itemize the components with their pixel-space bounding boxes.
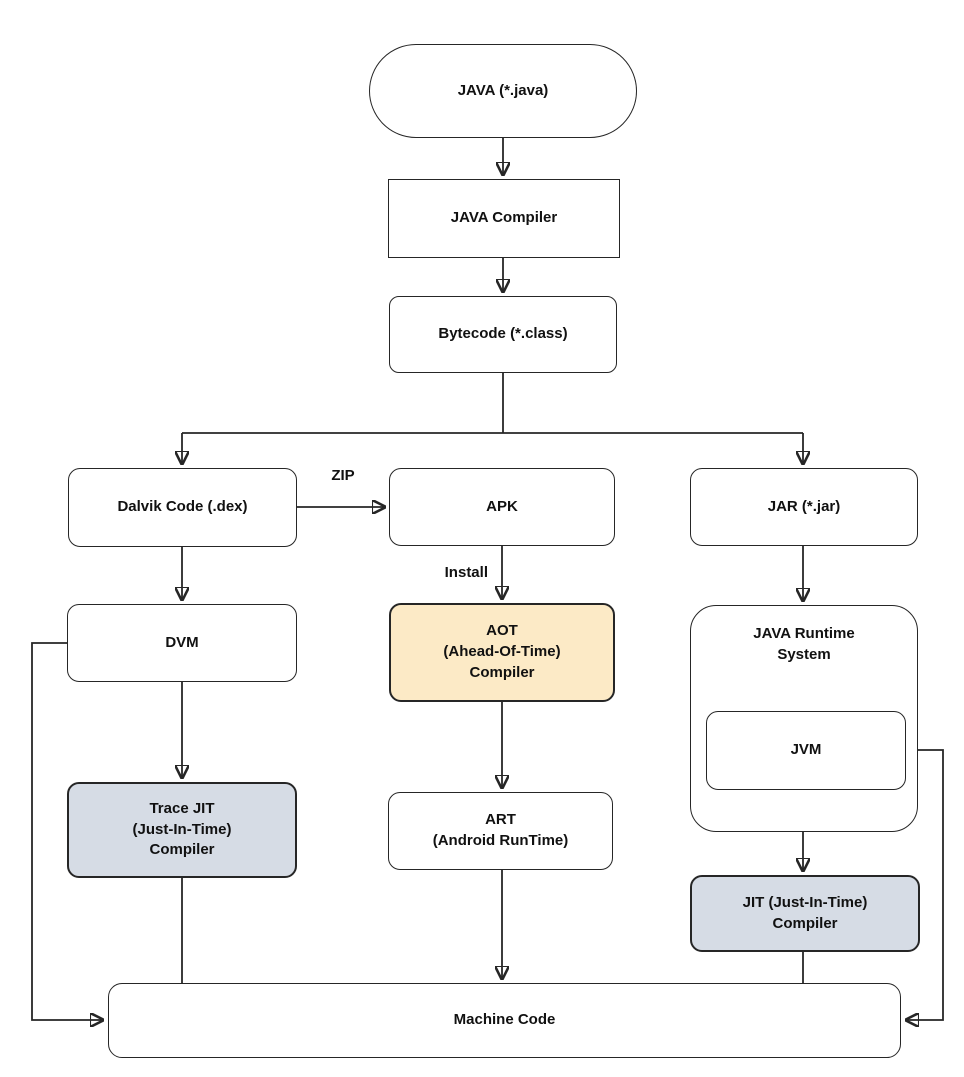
node-java-source: JAVA (*.java) <box>369 44 637 138</box>
node-machine-code: Machine Code <box>108 983 901 1058</box>
edge-jvm-feedback-to-machine <box>906 749 944 1020</box>
node-bytecode: Bytecode (*.class) <box>389 296 617 373</box>
node-java-compiler: JAVA Compiler <box>388 179 620 258</box>
edge-dvm-feedback-to-machine <box>31 642 102 1020</box>
node-jit-compiler: JIT (Just-In-Time) Compiler <box>690 875 920 952</box>
node-jvm: JVM <box>706 711 906 790</box>
node-aot-compiler: AOT (Ahead-Of-Time) Compiler <box>389 603 615 702</box>
node-dvm: DVM <box>67 604 297 682</box>
node-art: ART (Android RunTime) <box>388 792 613 870</box>
edge-label-install: Install <box>444 564 488 581</box>
node-dalvik-code: Dalvik Code (.dex) <box>68 468 297 547</box>
node-trace-jit-compiler: Trace JIT (Just-In-Time) Compiler <box>67 782 297 878</box>
node-apk: APK <box>389 468 615 546</box>
edge-label-zip: ZIP <box>331 467 355 484</box>
node-java-runtime-system-label: JAVA Runtime System <box>753 625 855 663</box>
node-jar: JAR (*.jar) <box>690 468 918 546</box>
